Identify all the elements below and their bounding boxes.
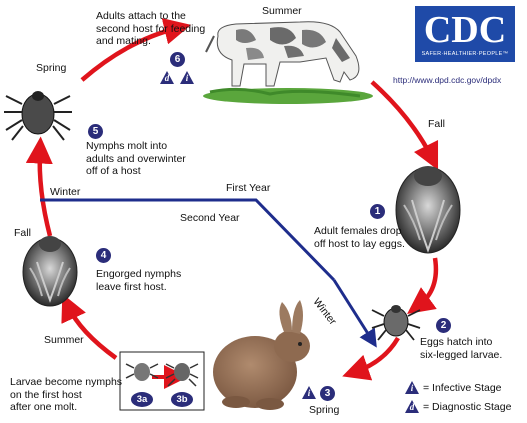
rabbit-image — [213, 300, 310, 410]
tick-3b — [165, 363, 199, 387]
cdc-url[interactable]: http://www.dpd.cdc.gov/dpdx — [393, 75, 502, 85]
winter-diag-line — [332, 279, 377, 348]
arrow-host-to-1 — [370, 80, 439, 171]
arrow-1-to-2 — [407, 257, 439, 314]
label-spring-bottom: Spring — [309, 404, 340, 416]
stage-5-text: Nymphs molt into adults and overwinter o… — [86, 140, 186, 177]
tick-larva — [371, 305, 421, 341]
stage-2-badge: 2 — [436, 318, 451, 333]
stage-4-text: Engorged nymphs leave first host. — [96, 268, 182, 293]
larva-to-nymph-box — [119, 351, 205, 411]
arrow-3-to-4 — [61, 293, 118, 360]
legend-infective-label: = Infective Stage — [423, 382, 502, 394]
infective-stage-icon: i — [180, 71, 194, 84]
cdc-logo: CDC SAFER·HEALTHIER·PEOPLE™ — [415, 6, 515, 62]
label-winter-left: Winter — [50, 186, 81, 198]
cdc-tagline: SAFER·HEALTHIER·PEOPLE™ — [421, 51, 509, 57]
diagnostic-stage-icon: d — [160, 71, 174, 84]
arrow-6-to-summer-host — [80, 18, 192, 82]
label-fall-left: Fall — [14, 227, 31, 239]
label-summer-bottom: Summer — [44, 334, 84, 346]
cycle-arrows — [25, 18, 439, 389]
label-second-year: Second Year — [180, 212, 240, 224]
year-divider — [40, 198, 377, 348]
tick-nymph-spring — [4, 91, 72, 141]
stage-2-text: Eggs hatch into six-legged larvae. — [420, 336, 503, 361]
stage-3-badge: 3 — [320, 386, 335, 401]
legend-diagnostic-icon: d — [405, 400, 419, 413]
label-first-year: First Year — [226, 182, 271, 194]
tick-engorged-nymph — [22, 236, 78, 307]
label-summer-top: Summer — [262, 5, 302, 17]
stage-3b-badge: 3b — [171, 392, 193, 407]
stage-1-badge: 1 — [370, 204, 385, 219]
stage-3-text: Larvae become nymphs on the first host a… — [10, 376, 123, 413]
stage-6-text: Adults attach to the second host for fee… — [96, 10, 206, 47]
year-line — [40, 198, 336, 282]
cow-image — [203, 21, 373, 104]
tick-adult-female — [395, 166, 461, 254]
stage-6-badge: 6 — [170, 52, 185, 67]
stage-3a-badge: 3a — [131, 392, 153, 407]
arrow-4-to-5 — [25, 136, 53, 237]
label-fall-right: Fall — [428, 118, 445, 130]
label-spring-top: Spring — [36, 62, 67, 74]
tick-3a — [125, 363, 159, 381]
legend-infective-icon: i — [405, 381, 419, 394]
stage-4-badge: 4 — [96, 248, 111, 263]
arrow-2-to-3 — [342, 336, 400, 381]
stage-3-infective-icon: i — [302, 386, 316, 399]
stage-1-text: Adult females drop off host to lay eggs. — [314, 225, 405, 250]
legend-diagnostic-label: = Diagnostic Stage — [423, 401, 512, 413]
cdc-logo-text: CDC — [423, 9, 507, 51]
stage-5-badge: 5 — [88, 124, 103, 139]
